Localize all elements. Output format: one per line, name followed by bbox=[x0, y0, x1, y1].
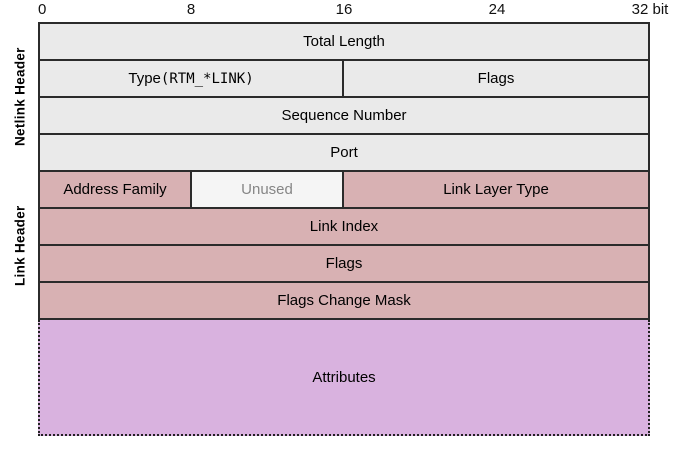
row-flags-change-mask: Flags Change Mask bbox=[38, 283, 650, 320]
group-label-netlink-header: Netlink Header bbox=[12, 47, 28, 147]
cell-link-layer-type: Link Layer Type bbox=[344, 172, 648, 207]
cell-link-index: Link Index bbox=[40, 209, 648, 244]
bit-axis-tick-16: 16 bbox=[335, 1, 353, 18]
cell-flags-change-mask: Flags Change Mask bbox=[40, 283, 648, 318]
cell-total-length: Total Length bbox=[40, 24, 648, 59]
cell-type: Type (RTM_*LINK) bbox=[40, 61, 344, 96]
bit-axis-tick-8: 8 bbox=[186, 1, 196, 18]
row-family-unused-lltype: Address Family Unused Link Layer Type bbox=[38, 172, 650, 209]
row-total-length: Total Length bbox=[38, 22, 650, 61]
row-port: Port bbox=[38, 135, 650, 172]
bitfield-table: Total Length Type (RTM_*LINK) Flags Sequ… bbox=[38, 22, 650, 436]
cell-port: Port bbox=[40, 135, 648, 170]
type-code: (RTM_*LINK) bbox=[160, 70, 254, 87]
cell-address-family: Address Family bbox=[40, 172, 192, 207]
row-link-flags: Flags bbox=[38, 246, 650, 283]
row-link-index: Link Index bbox=[38, 209, 650, 246]
group-label-link-header: Link Header bbox=[12, 205, 28, 287]
type-label: Type bbox=[128, 70, 161, 87]
row-sequence-number: Sequence Number bbox=[38, 98, 650, 135]
bit-axis-tick-24: 24 bbox=[488, 1, 506, 18]
cell-unused: Unused bbox=[192, 172, 344, 207]
row-type-flags: Type (RTM_*LINK) Flags bbox=[38, 61, 650, 98]
bit-axis-tick-0: 0 bbox=[38, 1, 47, 18]
cell-sequence-number: Sequence Number bbox=[40, 98, 648, 133]
bit-axis-tick-32: 32 bit bbox=[631, 1, 669, 18]
cell-link-flags: Flags bbox=[40, 246, 648, 281]
cell-netlink-flags: Flags bbox=[344, 61, 648, 96]
cell-attributes: Attributes bbox=[38, 320, 650, 436]
